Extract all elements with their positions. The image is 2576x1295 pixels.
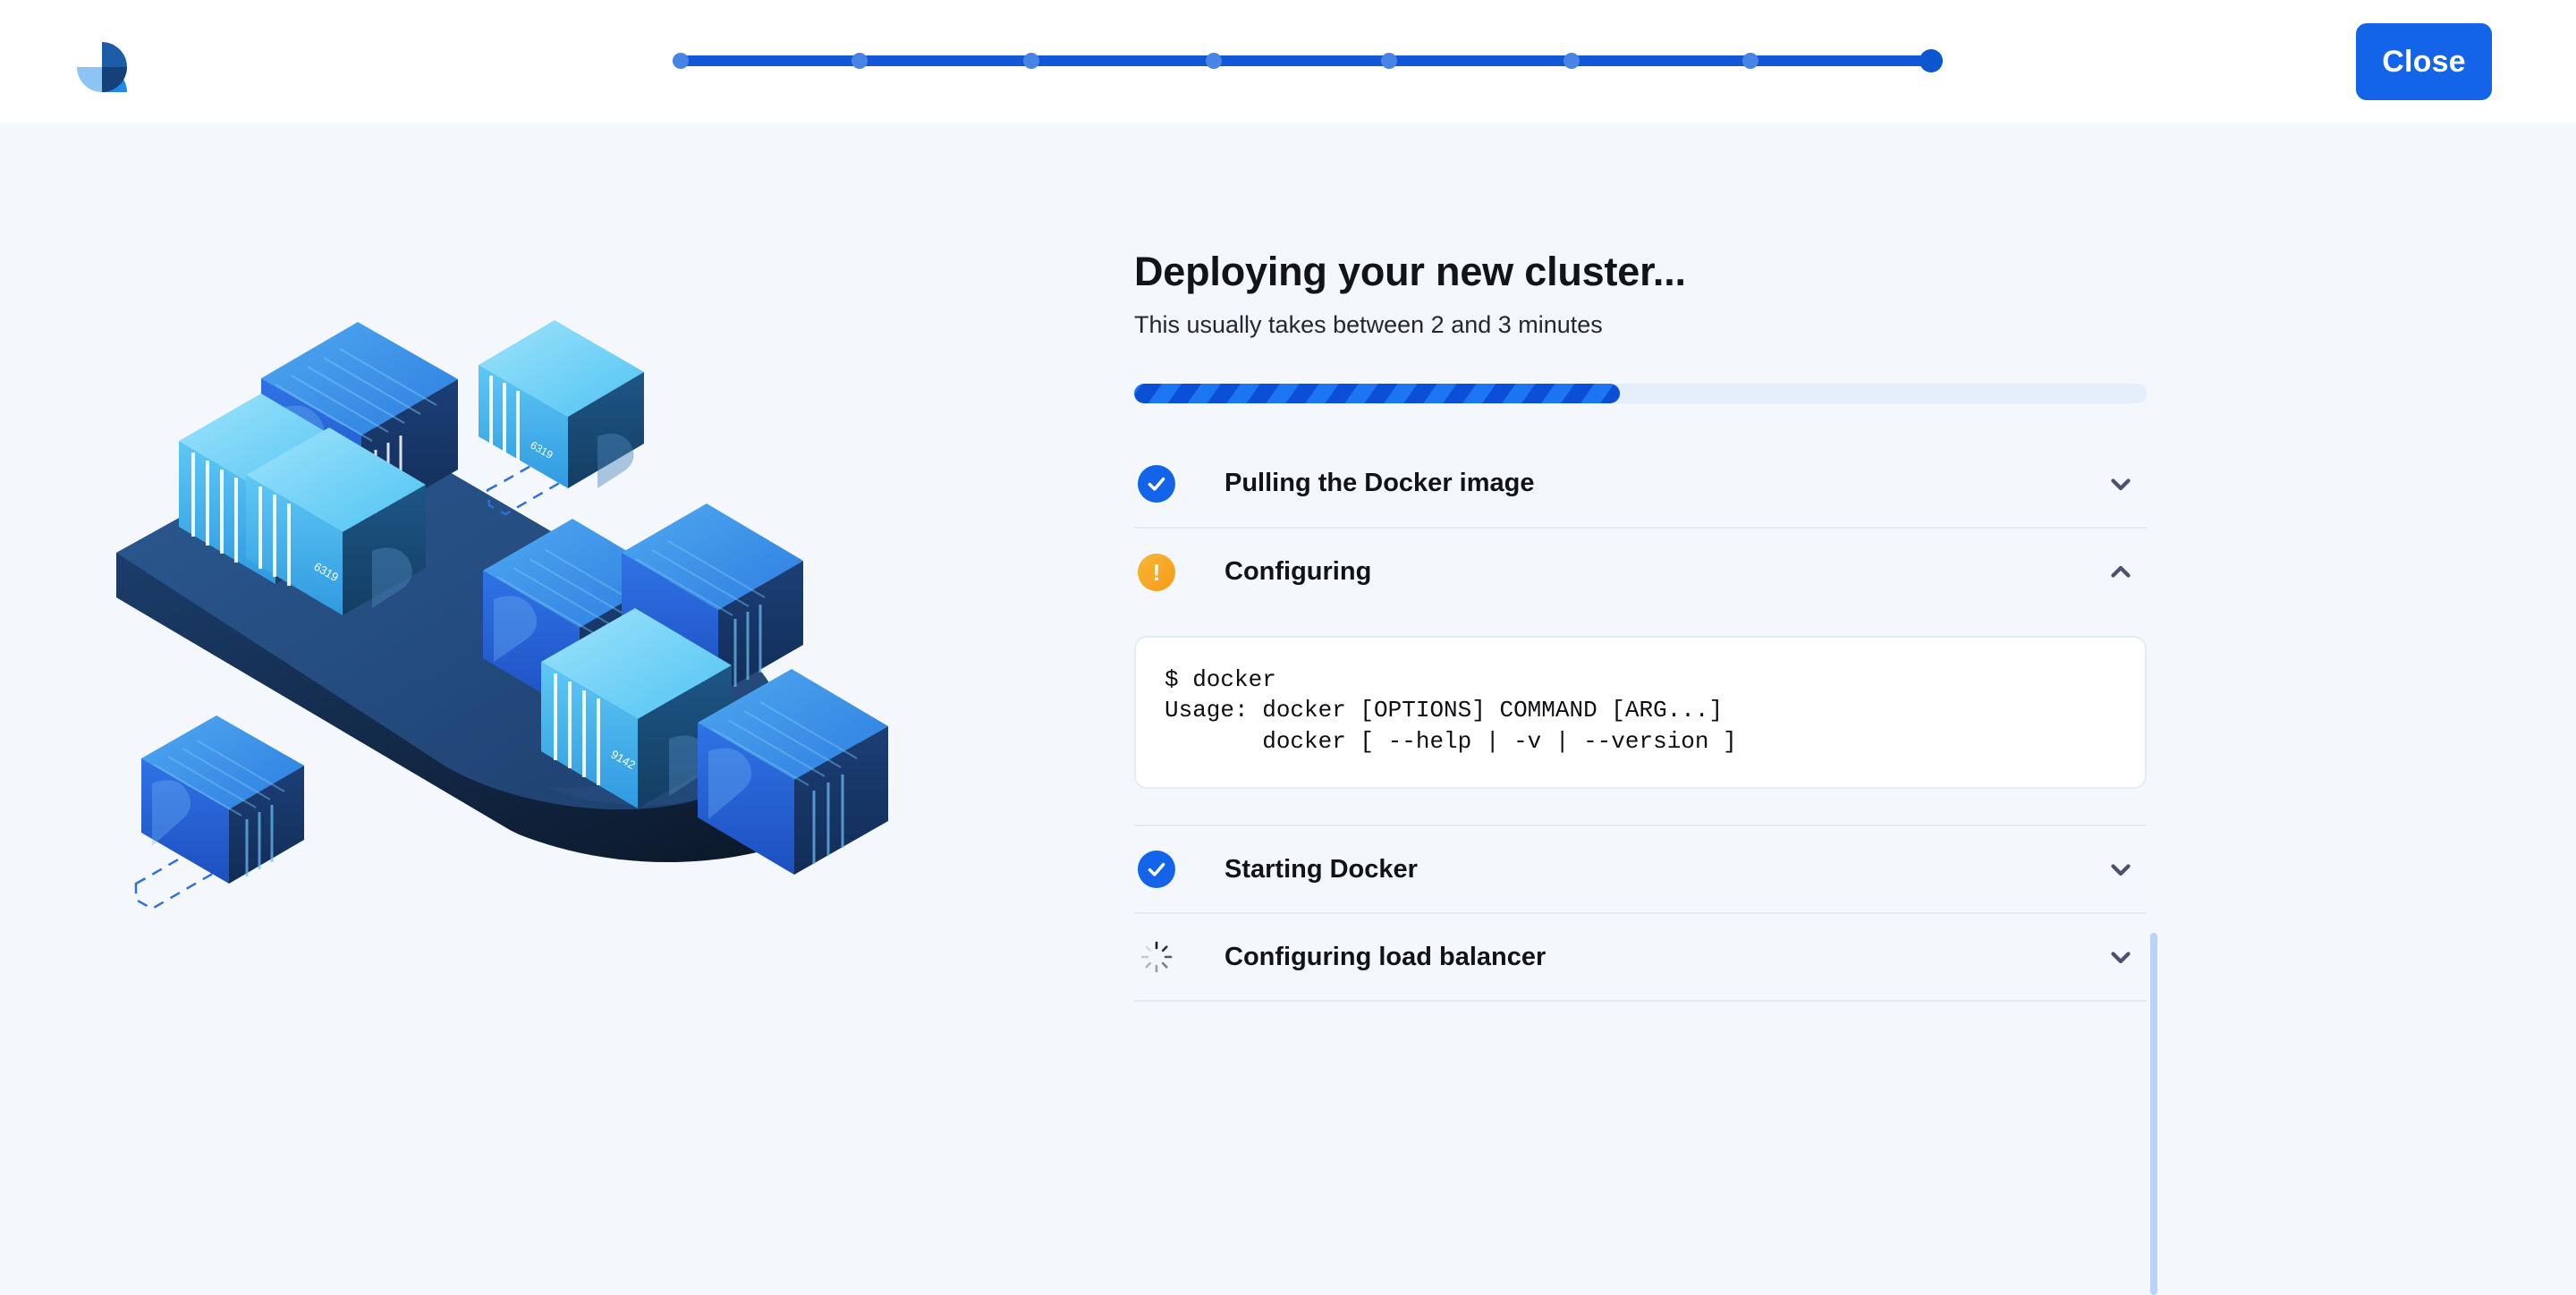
container-bow xyxy=(698,669,888,875)
cargo-ship-illustration: 6319 6319 xyxy=(89,258,1038,1045)
exclamation-glyph: ! xyxy=(1152,558,1161,586)
stepper-step-4[interactable] xyxy=(1206,53,1222,69)
stepper-step-1[interactable] xyxy=(673,53,689,69)
container-mid-light: 9142 xyxy=(541,608,732,808)
stepper-step-2[interactable] xyxy=(852,53,868,69)
chevron-down-icon[interactable] xyxy=(2106,854,2136,884)
step-output-panel: $ docker Usage: docker [OPTIONS] COMMAND… xyxy=(1134,616,2147,827)
deployment-steps-list: Pulling the Docker image ! Configuring xyxy=(1134,441,2147,1003)
step-label: Configuring load balancer xyxy=(1224,942,1546,971)
step-status-icon xyxy=(1138,851,1175,889)
docker-sail-logo xyxy=(70,30,134,94)
step-status-icon xyxy=(1138,938,1175,976)
stepper-step-3[interactable] xyxy=(1023,53,1039,69)
chevron-down-icon[interactable] xyxy=(2106,942,2136,972)
container-stern-mid: 6319 xyxy=(246,427,426,615)
stepper-step-5[interactable] xyxy=(1381,53,1397,69)
app-header: Close xyxy=(0,0,2576,123)
page-body: 6319 6319 xyxy=(0,123,2576,1295)
deployment-panel: Deploying your new cluster... This usual… xyxy=(1134,249,2149,1003)
progress-fill xyxy=(1134,383,1621,403)
stepper-step-6[interactable] xyxy=(1563,53,1580,69)
page-subtitle: This usually takes between 2 and 3 minut… xyxy=(1134,310,1603,338)
spinner-icon xyxy=(1140,942,1173,973)
page-title: Deploying your new cluster... xyxy=(1134,249,1686,294)
step-label: Pulling the Docker image xyxy=(1224,469,1535,498)
warning-circle-icon: ! xyxy=(1138,553,1175,591)
step-row-configuring-load-balancer[interactable]: Configuring load balancer xyxy=(1134,914,2147,1003)
chevron-up-icon[interactable] xyxy=(2106,557,2136,588)
step-status-icon xyxy=(1138,464,1175,503)
wizard-stepper[interactable] xyxy=(673,49,1943,72)
stepper-current-step[interactable] xyxy=(1919,49,1943,72)
terminal-output-text: $ docker Usage: docker [OPTIONS] COMMAND… xyxy=(1165,665,1737,755)
step-label: Starting Docker xyxy=(1224,854,1418,884)
stepper-step-7[interactable] xyxy=(1742,53,1758,69)
floating-container-top-right: 6319 xyxy=(479,320,644,516)
floating-container-bottom-left xyxy=(134,715,304,910)
step-label: Configuring xyxy=(1224,557,1372,587)
step-row-configuring[interactable]: ! Configuring xyxy=(1134,529,2147,616)
check-circle-icon xyxy=(1138,464,1175,503)
terminal-output-box[interactable]: $ docker Usage: docker [OPTIONS] COMMAND… xyxy=(1134,635,2147,790)
step-row-starting-docker[interactable]: Starting Docker xyxy=(1134,826,2147,915)
step-row-pulling-the-docker-image[interactable]: Pulling the Docker image xyxy=(1134,441,2147,529)
check-circle-icon xyxy=(1138,851,1175,889)
stepper-track xyxy=(673,55,1943,66)
deployment-progress-bar xyxy=(1134,383,2147,403)
vertical-scrollbar-thumb[interactable] xyxy=(2150,933,2157,1295)
step-status-icon: ! xyxy=(1138,553,1175,591)
close-button[interactable]: Close xyxy=(2356,23,2492,100)
chevron-down-icon[interactable] xyxy=(2106,469,2136,499)
